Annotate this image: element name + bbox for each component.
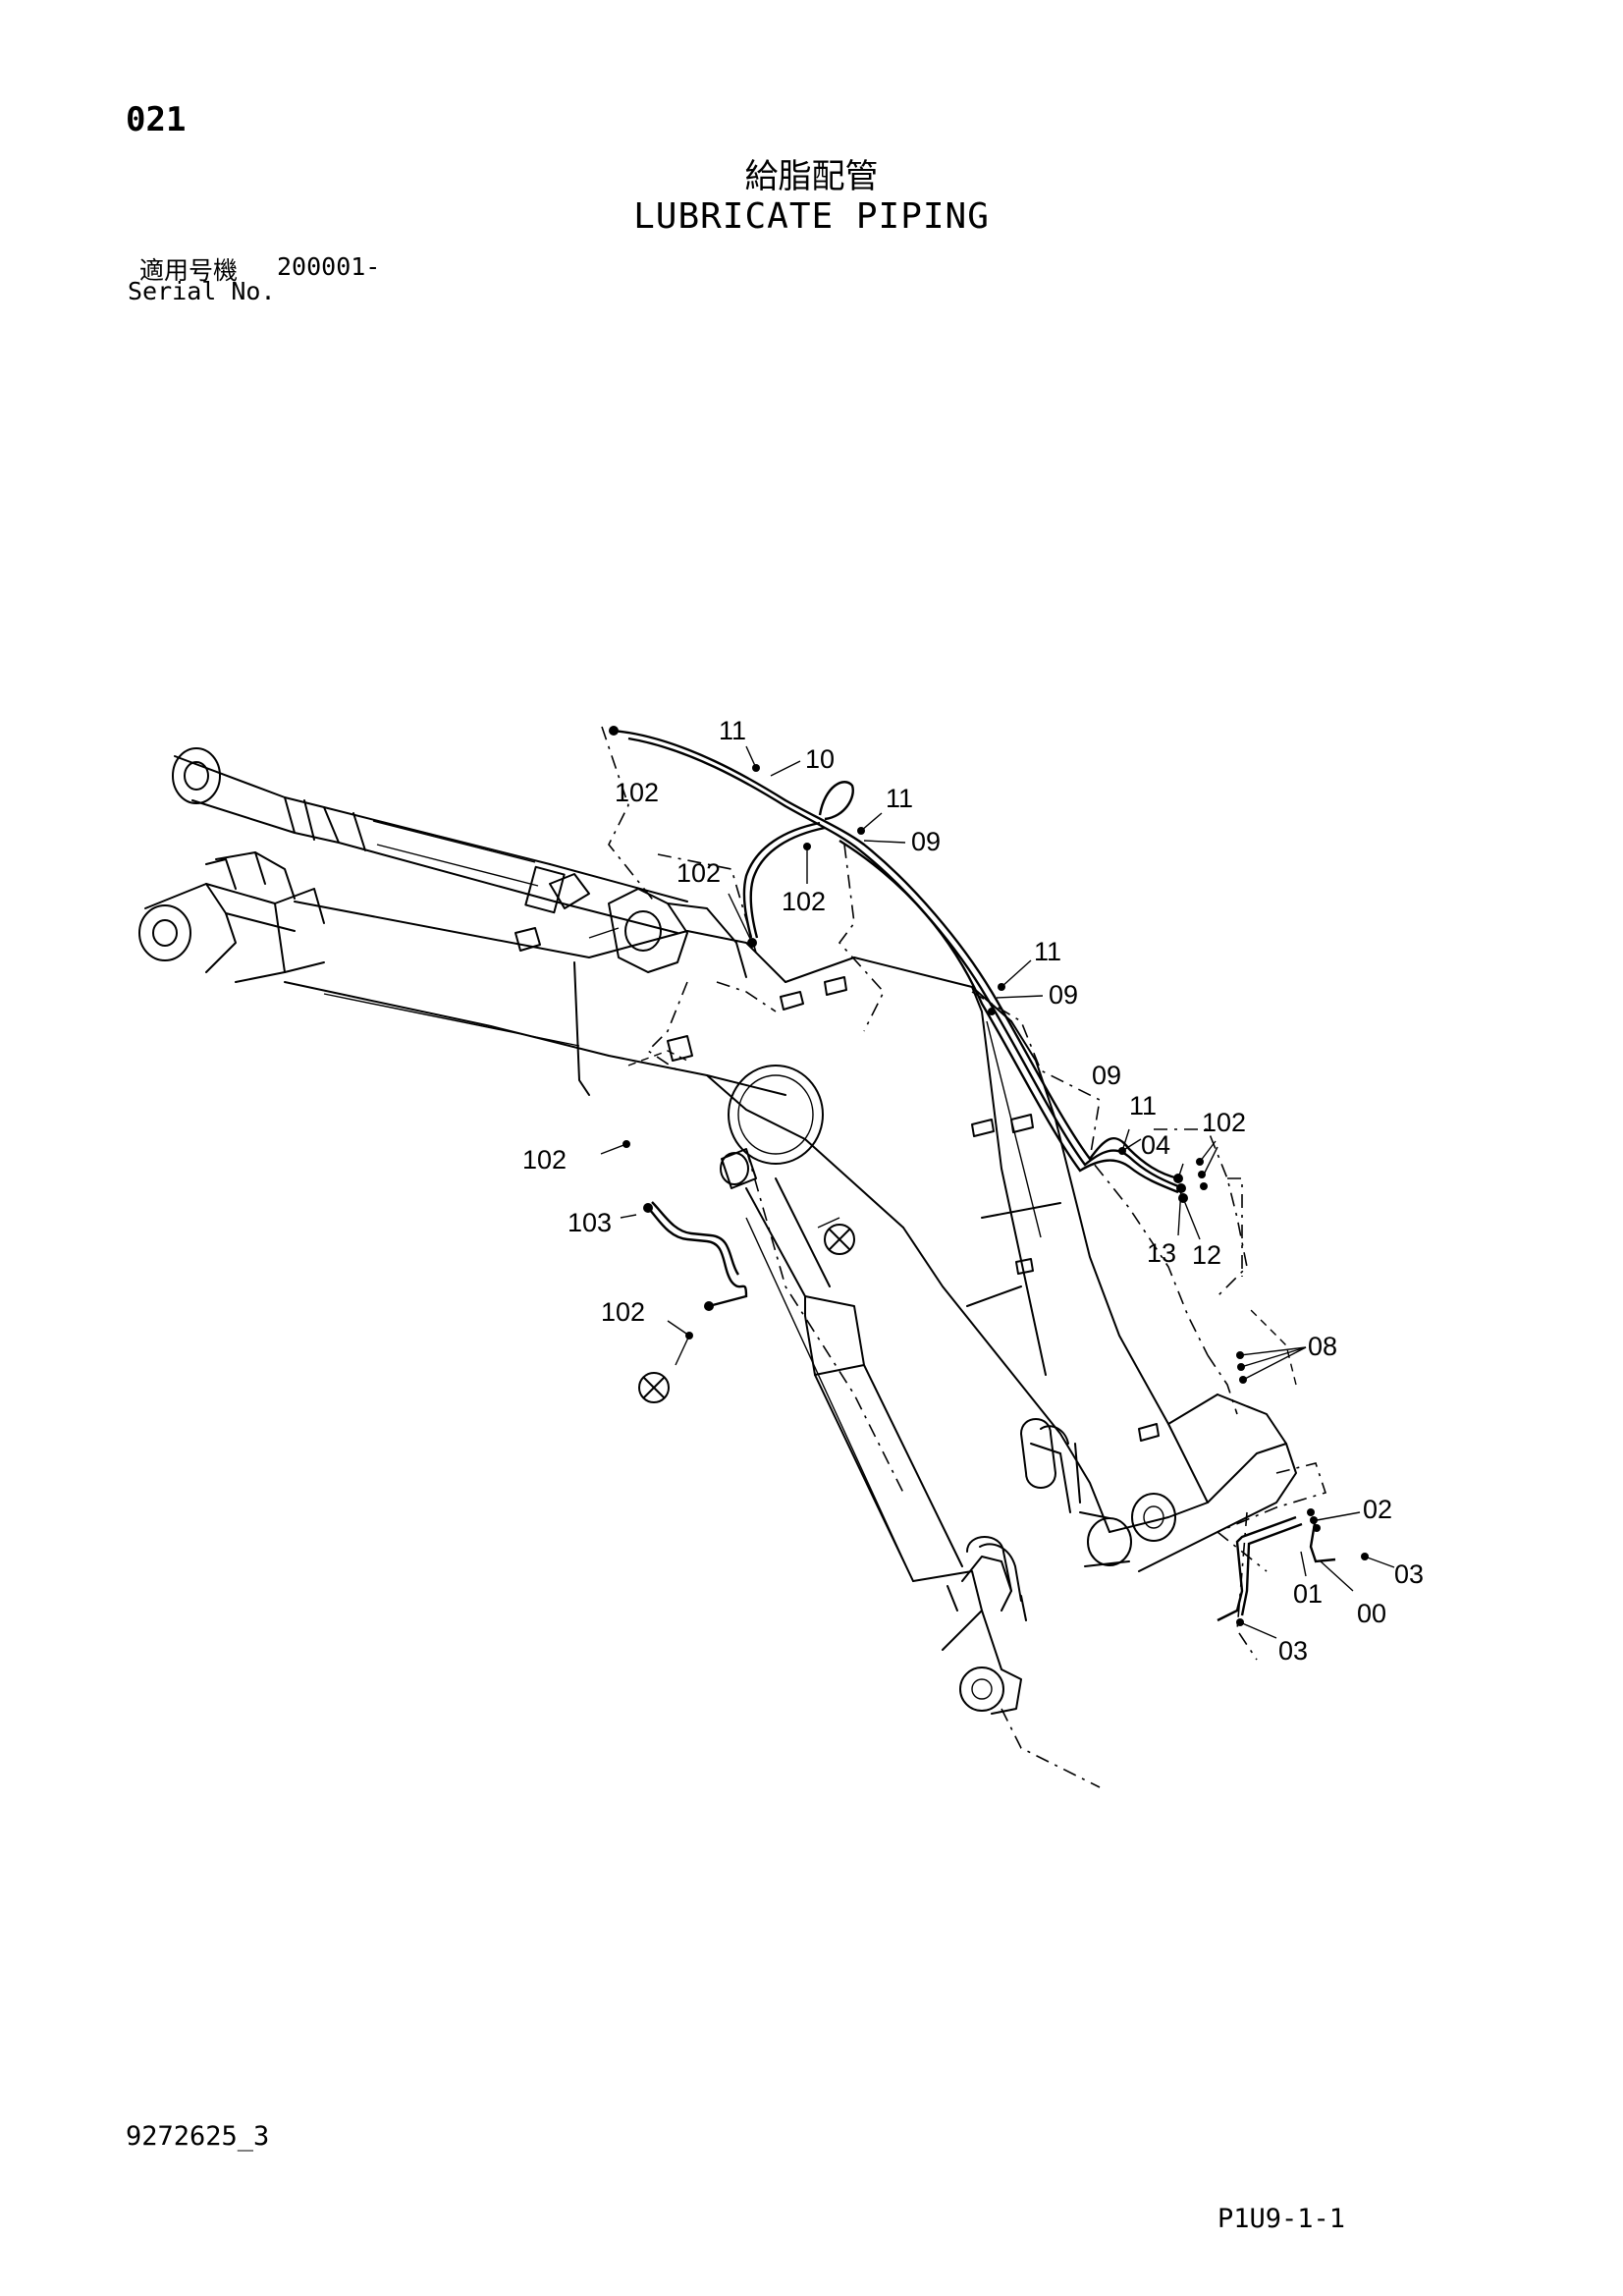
callout-label: 03 (1394, 1559, 1424, 1589)
callout-label: 102 (782, 887, 826, 916)
title-japanese: 給脂配管 (744, 157, 879, 196)
callout-label: 11 (719, 716, 746, 745)
callout-label: 102 (601, 1297, 645, 1327)
leader-lines (600, 745, 1395, 1639)
connection-marker (638, 1372, 670, 1403)
callout-label: 09 (911, 827, 941, 856)
callout-label: 12 (1192, 1240, 1221, 1270)
callout-label: 11 (1129, 1091, 1157, 1121)
title-english: LUBRICATE PIPING (633, 196, 990, 237)
part-callouts: 11 10 102 11 09 102 102 11 09 09 11 102 … (522, 716, 1424, 1666)
callout-label: 10 (805, 744, 835, 774)
arm-cylinder (720, 1148, 1027, 1715)
serial-label-english: Serial No. (128, 277, 276, 305)
callout-label: 11 (886, 784, 913, 813)
page-number: 021 (126, 100, 187, 139)
callout-label: 102 (676, 858, 721, 888)
callout-label: 102 (1202, 1108, 1246, 1137)
callout-label: 03 (1278, 1636, 1308, 1666)
callout-label: 09 (1049, 980, 1078, 1010)
callout-label: 01 (1293, 1579, 1323, 1609)
sheet-code: P1U9-1-1 (1217, 2204, 1346, 2234)
callout-label: 00 (1357, 1599, 1386, 1628)
serial-number-range: 200001- (277, 252, 381, 281)
callout-label: 08 (1308, 1332, 1337, 1361)
boom-cylinder (172, 747, 688, 934)
lubricate-pipes (613, 729, 1336, 1622)
drawing-number: 9272625_3 (126, 2121, 270, 2152)
callout-label: 102 (522, 1145, 567, 1175)
boom-body (138, 851, 1297, 1572)
callout-label: 102 (615, 778, 659, 807)
callout-label: 11 (1034, 937, 1061, 966)
callout-label: 09 (1092, 1061, 1121, 1090)
callout-label: 103 (568, 1208, 612, 1237)
serial-label-japanese: 適用号機 (139, 256, 239, 285)
callout-label: 13 (1147, 1238, 1176, 1268)
connection-marker (824, 1224, 855, 1255)
callout-label: 04 (1141, 1130, 1170, 1160)
callout-label: 02 (1363, 1495, 1392, 1524)
